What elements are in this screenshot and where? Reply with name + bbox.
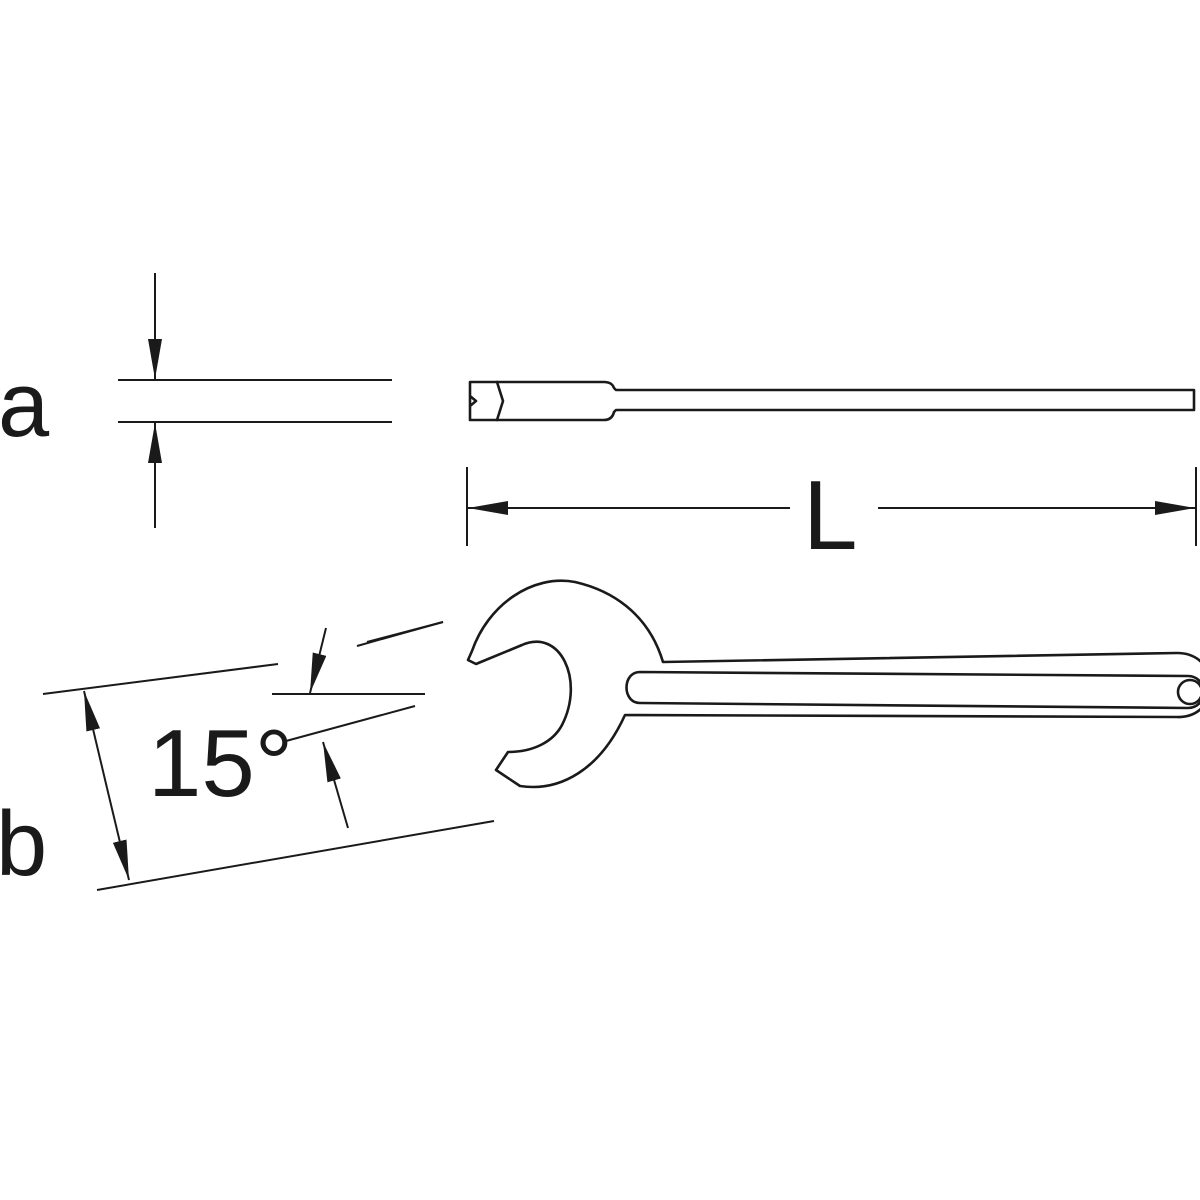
angle-jaw-line-bottom: [285, 705, 416, 742]
thickness-dimension: a: [0, 273, 392, 528]
wrench-top-view: [466, 579, 1200, 789]
width-arrow-bottom: [106, 787, 130, 881]
wrench-outline: [466, 579, 1200, 789]
angle-jaw-line-top-right: [366, 621, 444, 643]
width-label: b: [0, 793, 47, 895]
length-label: L: [803, 460, 858, 570]
angle-label: 15°: [148, 710, 293, 817]
wrench-hanging-hole: [1176, 678, 1200, 706]
width-dimension: b: [0, 663, 495, 895]
width-arrow-top: [83, 690, 108, 789]
wrench-handle-groove: [625, 670, 1200, 710]
length-dimension: L: [466, 460, 1197, 570]
angle-arrow-bottom: [322, 741, 349, 829]
thickness-label: a: [0, 354, 50, 456]
width-extension-line-bottom: [96, 820, 495, 891]
angle-arrow-top: [309, 627, 327, 694]
angle-dimension: 15°: [148, 621, 444, 829]
wrench-side-jaw-edge: [495, 380, 505, 422]
width-extension-line-top: [42, 663, 279, 695]
wrench-side-view: [468, 380, 1196, 422]
